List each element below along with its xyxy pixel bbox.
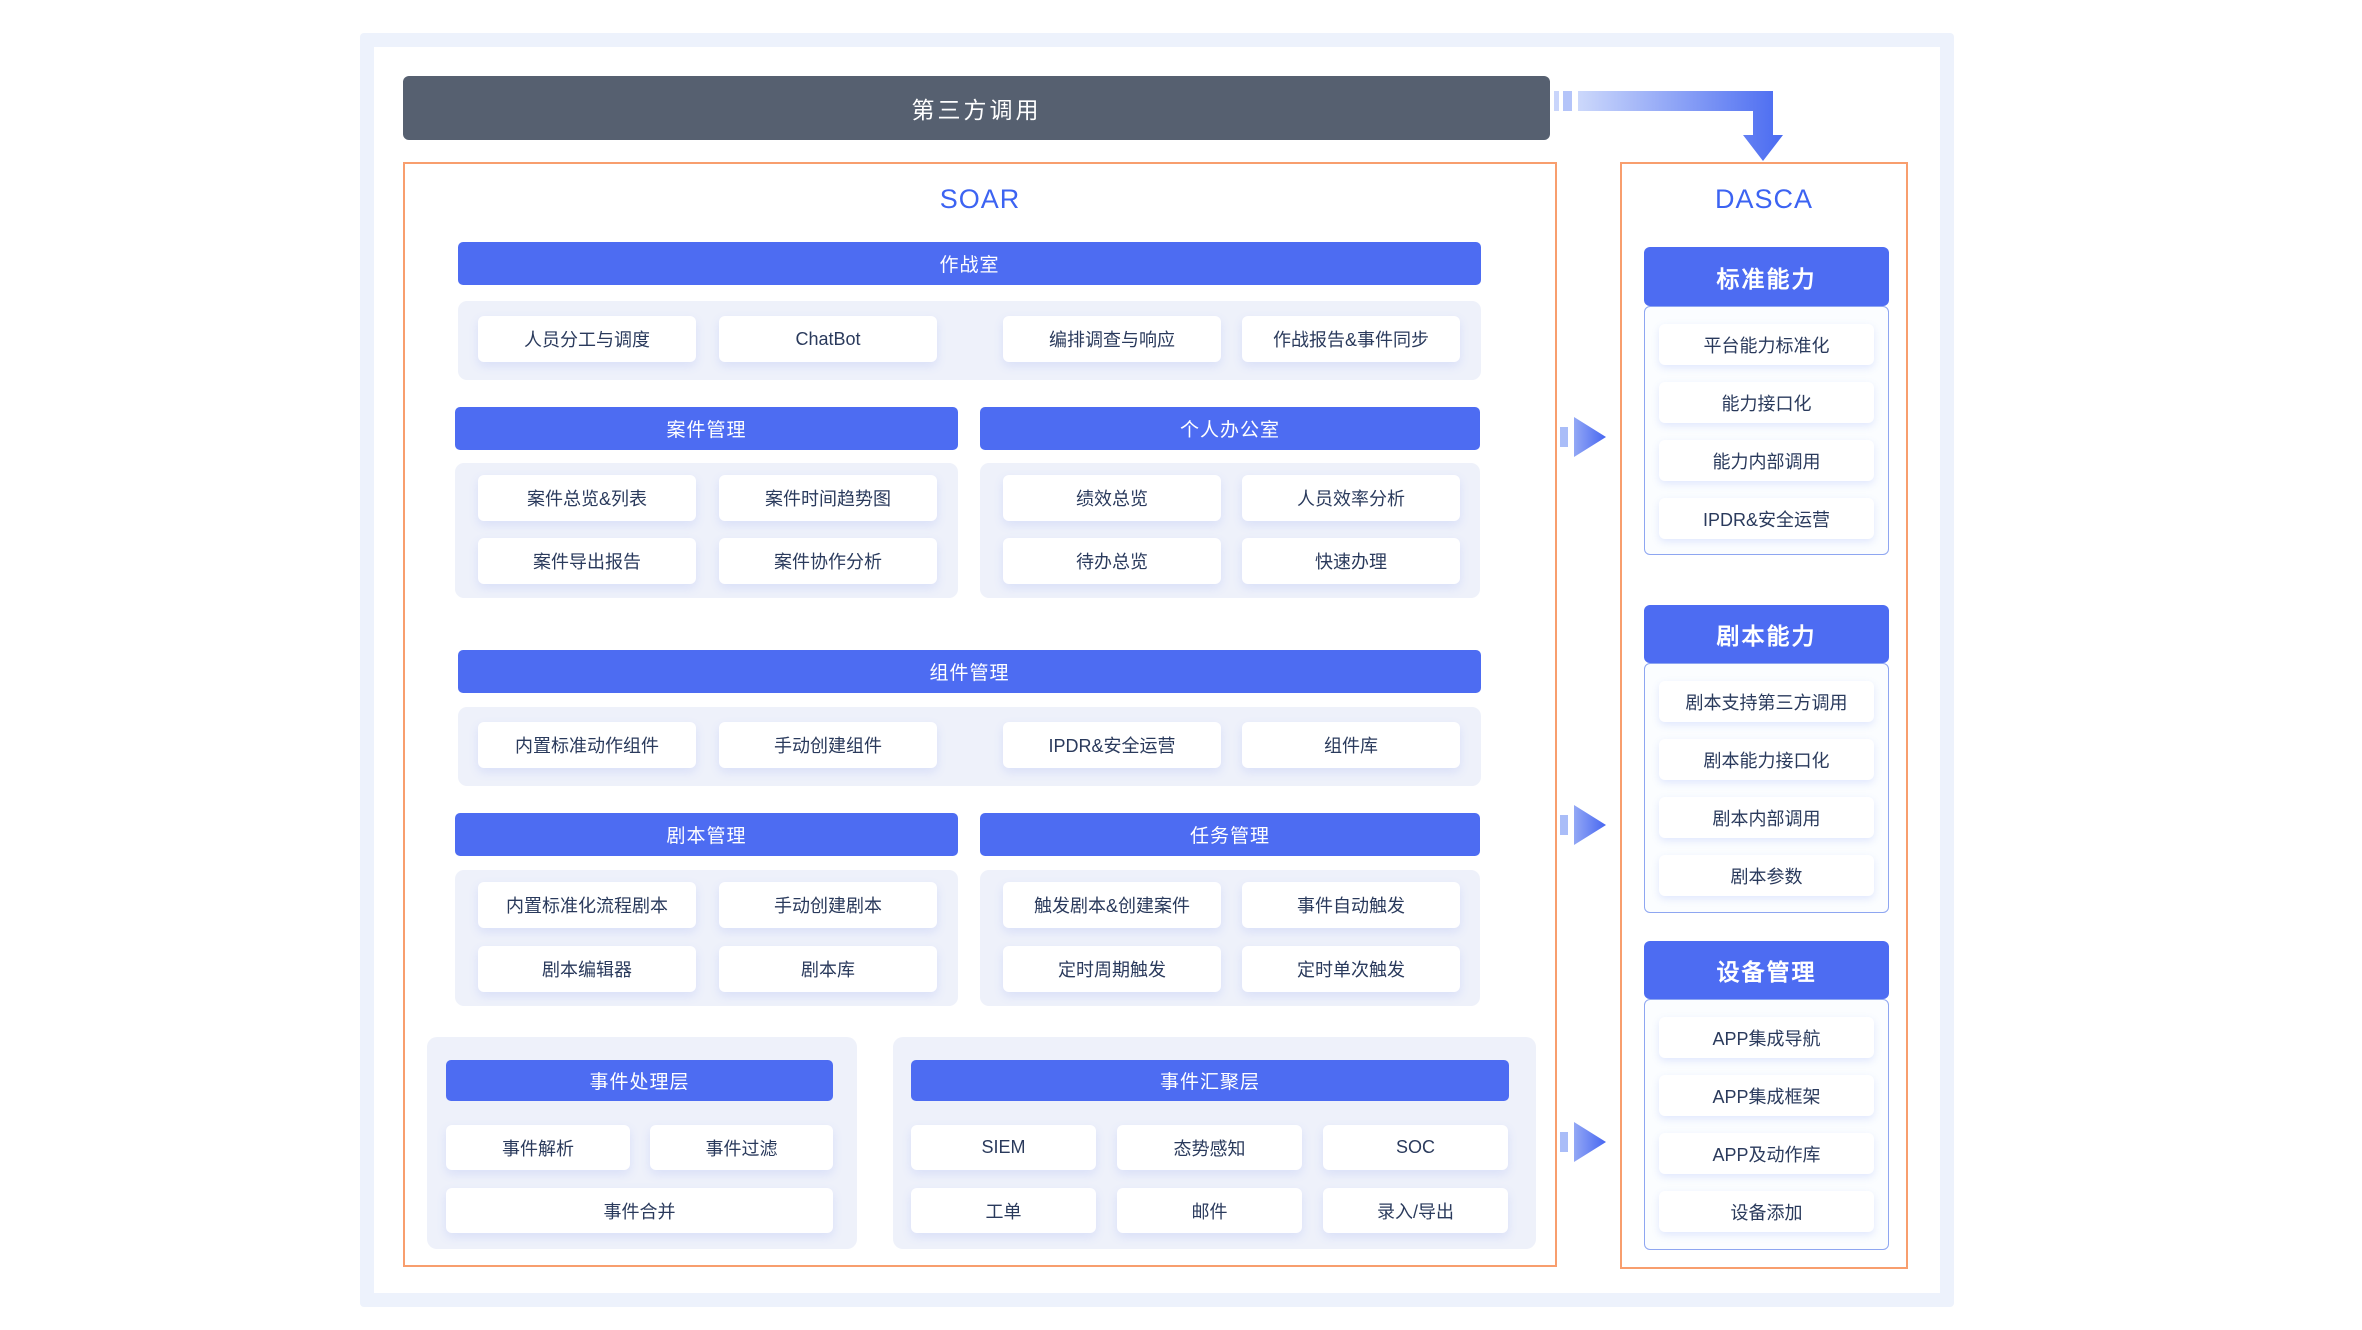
group-device-mgmt: APP集成导航 APP集成框架 APP及动作库 设备添加 — [1644, 999, 1889, 1250]
node-event-parse: 事件解析 — [446, 1125, 630, 1170]
node-playbook-editor: 剧本编辑器 — [478, 946, 696, 992]
arrow-top-to-dasca-icon — [1554, 91, 1783, 161]
node-platform-capability-standardization: 平台能力标准化 — [1659, 324, 1874, 365]
dasca-title: DASCA — [1714, 184, 1814, 214]
panel-task-mgmt: 触发剧本&创建案件 事件自动触发 定时周期触发 定时单次触发 — [980, 870, 1480, 1006]
node-app-integration-nav: APP集成导航 — [1659, 1017, 1874, 1058]
section-header-device-mgmt: 设备管理 — [1644, 941, 1889, 999]
section-header-playbook-capability: 剧本能力 — [1644, 605, 1889, 663]
panel-case-mgmt: 案件总览&列表 案件时间趋势图 案件导出报告 案件协作分析 — [455, 463, 958, 598]
node-situational-awareness: 态势感知 — [1117, 1125, 1302, 1170]
arrow-right-icon — [1552, 417, 1606, 457]
node-timed-once-trigger: 定时单次触发 — [1242, 946, 1460, 992]
node-ticket: 工单 — [911, 1188, 1096, 1233]
node-timed-cycle-trigger: 定时周期触发 — [1003, 946, 1221, 992]
node-todo-overview: 待办总览 — [1003, 538, 1221, 584]
node-playbook-capability-interface: 剧本能力接口化 — [1659, 739, 1874, 780]
panel-component-mgmt: 内置标准动作组件 手动创建组件 IPDR&安全运营 组件库 — [458, 707, 1481, 786]
soar-box: SOAR 作战室 人员分工与调度 ChatBot 编排调查与响应 作战报告&事件… — [403, 162, 1557, 1267]
section-header-personal-office: 个人办公室 — [980, 407, 1480, 450]
node-builtin-action-components: 内置标准动作组件 — [478, 722, 696, 768]
node-app-integration-framework: APP集成框架 — [1659, 1075, 1874, 1116]
panel-event-processing: 事件处理层 事件解析 事件过滤 事件合并 — [427, 1037, 857, 1249]
node-event-merge: 事件合并 — [446, 1188, 833, 1233]
node-capability-internal-call: 能力内部调用 — [1659, 440, 1874, 481]
node-case-collab: 案件协作分析 — [719, 538, 937, 584]
section-header-event-aggregation: 事件汇聚层 — [911, 1060, 1509, 1101]
node-ipdr-secops: IPDR&安全运营 — [1003, 722, 1221, 768]
arrow-right-icon — [1552, 805, 1606, 845]
section-header-component-mgmt: 组件管理 — [458, 650, 1481, 693]
node-orchestration-response: 编排调查与响应 — [1003, 316, 1221, 362]
group-standard-capability: 平台能力标准化 能力接口化 能力内部调用 IPDR&安全运营 — [1644, 306, 1889, 555]
node-device-add: 设备添加 — [1659, 1191, 1874, 1232]
section-header-case-mgmt: 案件管理 — [455, 407, 958, 450]
node-chatbot: ChatBot — [719, 316, 937, 362]
node-ipdr-secops-capability: IPDR&安全运营 — [1659, 498, 1874, 539]
arrow-right-icon — [1552, 1122, 1606, 1162]
soar-title: SOAR — [939, 184, 1021, 214]
node-case-trend: 案件时间趋势图 — [719, 475, 937, 521]
node-efficiency-analysis: 人员效率分析 — [1242, 475, 1460, 521]
panel-personal-office: 绩效总览 人员效率分析 待办总览 快速办理 — [980, 463, 1480, 598]
node-playbook-params: 剧本参数 — [1659, 855, 1874, 896]
section-header-standard-capability: 标准能力 — [1644, 247, 1889, 306]
node-staff-division: 人员分工与调度 — [478, 316, 696, 362]
section-header-playbook-mgmt: 剧本管理 — [455, 813, 958, 856]
node-event-auto-trigger: 事件自动触发 — [1242, 882, 1460, 928]
section-header-war-room: 作战室 — [458, 242, 1481, 285]
third-party-call-bar: 第三方调用 — [403, 76, 1550, 140]
node-manual-create-component: 手动创建组件 — [719, 722, 937, 768]
node-trigger-playbook-case: 触发剧本&创建案件 — [1003, 882, 1221, 928]
node-mail: 邮件 — [1117, 1188, 1302, 1233]
node-app-action-library: APP及动作库 — [1659, 1133, 1874, 1174]
node-soc: SOC — [1323, 1125, 1508, 1170]
node-report-event-sync: 作战报告&事件同步 — [1242, 316, 1460, 362]
panel-playbook-mgmt: 内置标准化流程剧本 手动创建剧本 剧本编辑器 剧本库 — [455, 870, 958, 1006]
group-playbook-capability: 剧本支持第三方调用 剧本能力接口化 剧本内部调用 剧本参数 — [1644, 663, 1889, 913]
node-capability-interface: 能力接口化 — [1659, 382, 1874, 423]
dasca-box: DASCA 标准能力 平台能力标准化 能力接口化 能力内部调用 IPDR&安全运… — [1620, 162, 1908, 1269]
node-quick-handle: 快速办理 — [1242, 538, 1460, 584]
section-header-task-mgmt: 任务管理 — [980, 813, 1480, 856]
node-siem: SIEM — [911, 1125, 1096, 1170]
node-playbook-internal-call: 剧本内部调用 — [1659, 797, 1874, 838]
node-playbook-library: 剧本库 — [719, 946, 937, 992]
node-case-overview: 案件总览&列表 — [478, 475, 696, 521]
node-manual-create-playbook: 手动创建剧本 — [719, 882, 937, 928]
node-import-export: 录入/导出 — [1323, 1188, 1508, 1233]
section-header-event-processing: 事件处理层 — [446, 1060, 833, 1101]
panel-event-aggregation: 事件汇聚层 SIEM 态势感知 SOC 工单 邮件 录入/导出 — [893, 1037, 1536, 1249]
third-party-call-label: 第三方调用 — [911, 97, 1042, 123]
node-component-library: 组件库 — [1242, 722, 1460, 768]
node-case-export: 案件导出报告 — [478, 538, 696, 584]
node-performance-overview: 绩效总览 — [1003, 475, 1221, 521]
panel-war-room: 人员分工与调度 ChatBot 编排调查与响应 作战报告&事件同步 — [458, 301, 1481, 380]
node-playbook-third-party-call: 剧本支持第三方调用 — [1659, 681, 1874, 722]
node-event-filter: 事件过滤 — [650, 1125, 833, 1170]
node-builtin-playbooks: 内置标准化流程剧本 — [478, 882, 696, 928]
